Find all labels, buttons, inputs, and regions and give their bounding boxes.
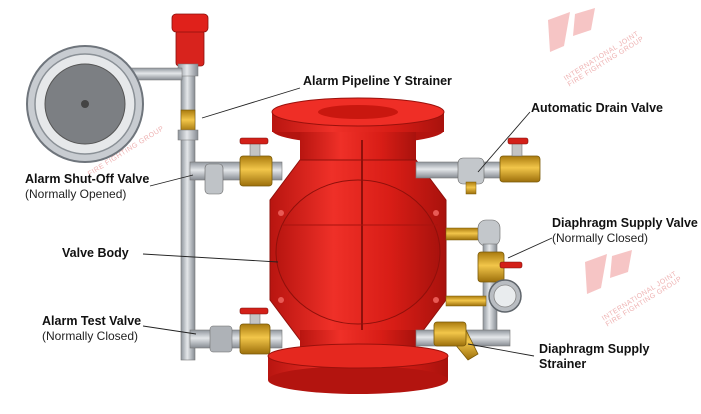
diaphragm-supply-branch <box>415 219 523 361</box>
label-automatic-drain-valve: Automatic Drain Valve <box>531 101 663 115</box>
alarm-cap <box>175 29 205 67</box>
leader-auto-drain <box>477 111 531 173</box>
label-diaphragm-supply-valve-note: (Normally Closed) <box>552 231 649 245</box>
leader-shutoff <box>149 174 194 187</box>
leader-test-valve <box>142 325 197 335</box>
label-alarm-shutoff-valve: Alarm Shut-Off Valve (Normally Opened) <box>25 172 150 201</box>
pressure-gauge-left <box>26 45 144 163</box>
watermark-logo-right-bottom <box>585 250 632 294</box>
label-alarm-pipeline-y-strainer: Alarm Pipeline Y Strainer <box>303 74 452 88</box>
label-diaphragm-supply-strainer: Diaphragm Supply Strainer <box>539 342 650 371</box>
test-branch <box>189 307 283 355</box>
test-valve <box>239 323 271 355</box>
alarm-pipeline <box>129 13 209 361</box>
leader-valve-body <box>142 253 279 263</box>
label-valve-body: Valve Body <box>62 246 129 260</box>
label-alarm-test-valve-note: (Normally Closed) <box>42 329 139 343</box>
leader-diaphragm-strainer <box>467 343 535 357</box>
y-strainer <box>180 109 196 133</box>
valve-body <box>267 97 449 394</box>
label-alarm-test-valve: Alarm Test Valve (Normally Closed) <box>42 314 142 343</box>
shutoff-valve <box>239 155 273 187</box>
watermark-logo-right-top <box>548 8 595 52</box>
leader-y-strainer <box>201 87 301 119</box>
label-alarm-shutoff-note: (Normally Opened) <box>25 187 127 201</box>
label-diaphragm-supply-valve: Diaphragm Supply Valve (Normally Closed) <box>552 216 698 245</box>
automatic-drain-valve <box>465 181 477 195</box>
shutoff-branch <box>189 137 283 195</box>
leader-lines <box>142 87 553 357</box>
leader-diaphragm-valve <box>507 237 553 259</box>
